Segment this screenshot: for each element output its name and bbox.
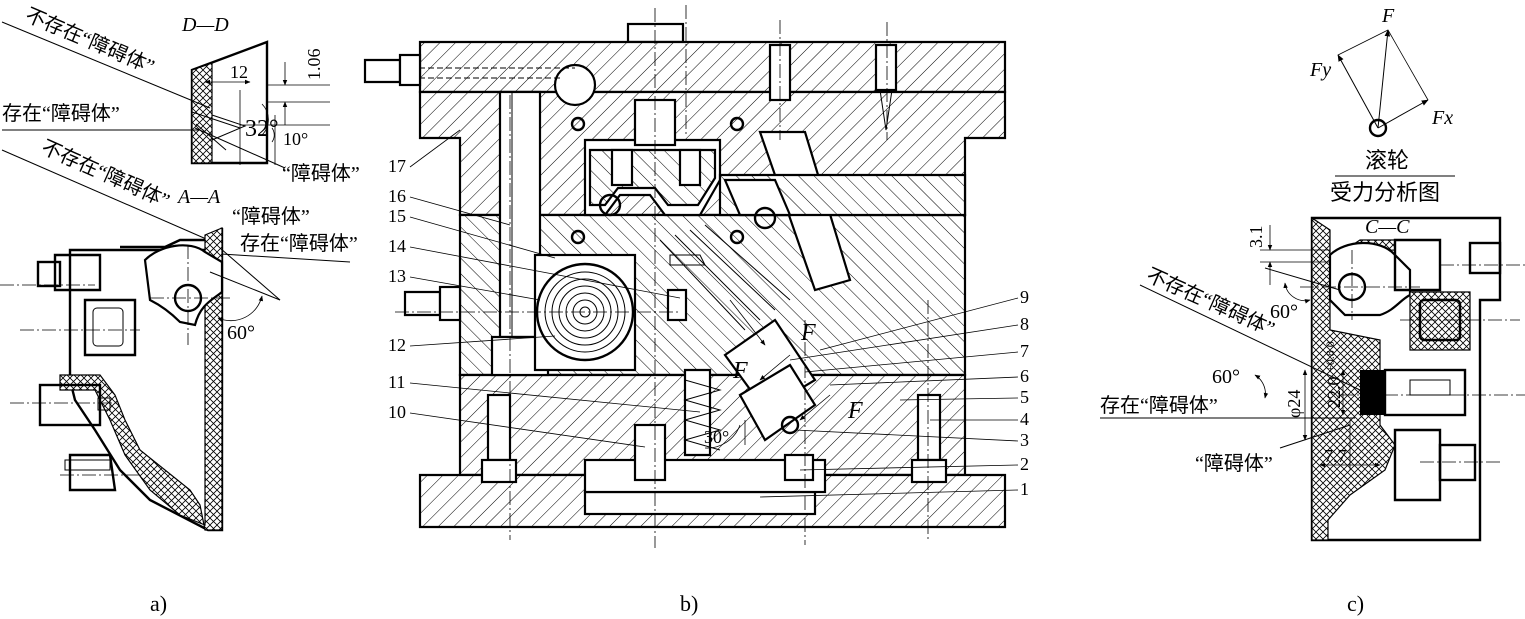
dim-12: 12 [230, 62, 248, 82]
sprue-bushing [626, 22, 685, 44]
part-label-10: 10 [388, 402, 406, 422]
no-obstacle-label-1: 不存在“障碍体” [22, 3, 158, 78]
part-label-14: 14 [388, 236, 406, 256]
force-f-label-1: F [800, 320, 816, 346]
sprue-circle [553, 63, 597, 107]
section-aa-label: A—A [176, 186, 221, 208]
rotating-threaded-core [533, 253, 637, 372]
dim-tolerance: +0.8 0 [1323, 341, 1337, 372]
section-aa-part: 60° [0, 227, 281, 532]
dim-60a: 60° [1270, 301, 1298, 323]
part-label-6: 6 [1020, 366, 1029, 386]
angle-30-label: 30° [704, 427, 729, 447]
part-label-2: 2 [1020, 454, 1029, 474]
force-diagram: F Fy Fx 滚轮 受力分析图 C—C [1309, 5, 1455, 238]
panel-b: F F F 30° 17 16 [363, 5, 1029, 616]
part-label-8: 8 [1020, 314, 1029, 334]
part-label-4: 4 [1020, 409, 1029, 429]
cooling-nozzle-top [363, 58, 402, 84]
caption-c: c) [1347, 591, 1364, 616]
part-label-1: 1 [1020, 479, 1029, 499]
dim-220: 22.0 [1324, 377, 1344, 409]
dim-32: 32° [245, 116, 279, 142]
dim-60: 60° [227, 322, 255, 344]
dim-phi24: φ24 [1284, 390, 1304, 418]
roller-label: 滚轮 [1365, 148, 1409, 173]
caption-b: b) [680, 591, 698, 616]
obstacle-exists-label-c: 存在“障碍体” [1100, 394, 1218, 417]
obstacle-exists-label-2: 存在“障碍体” [240, 232, 358, 255]
part-label-11: 11 [388, 372, 405, 392]
part-label-3: 3 [1020, 430, 1029, 450]
dim-106: 1.06 [304, 49, 324, 81]
part-label-12: 12 [388, 335, 406, 355]
obstacle-label-c: “障碍体” [1195, 452, 1273, 475]
obstacle-exists-label-1: 存在“障碍体” [2, 102, 120, 125]
dim-77: 7.7 [1324, 446, 1347, 466]
force-f-label-2: F [732, 358, 748, 384]
ejector-pin [633, 423, 667, 482]
part-label-16: 16 [388, 186, 406, 206]
force-f-label-3: F [847, 398, 863, 424]
dim-31: 3.1 [1246, 226, 1266, 249]
obstacle-label-2: “障碍体” [232, 205, 310, 228]
part-labels-left: 17 16 15 14 13 12 11 10 [388, 129, 701, 448]
cooling-nozzle-mid [403, 290, 442, 317]
dim-60b: 60° [1212, 366, 1240, 388]
spring-roller-mechanism: F F F 30° [659, 224, 863, 457]
force-fy-label: Fy [1309, 59, 1331, 81]
panel-c: F Fy Fx 滚轮 受力分析图 C—C [1100, 5, 1525, 616]
dim-10: 10° [283, 129, 308, 149]
caption-a: a) [150, 591, 167, 616]
top-clamp-plate [418, 40, 1007, 94]
part-label-15: 15 [388, 206, 406, 226]
part-labels-right: 9 8 7 6 5 4 3 2 1 [759, 287, 1029, 499]
no-obstacle-label-c: 不存在“障碍体” [1143, 264, 1278, 341]
force-diagram-label: 受力分析图 [1330, 180, 1440, 205]
section-dd-label: D—D [181, 14, 229, 36]
ejector-plate [583, 490, 817, 516]
part-label-5: 5 [1020, 387, 1029, 407]
force-fx-label: Fx [1431, 107, 1453, 129]
panel-a: D—D 12 1.06 32° 10° 不存在“障碍体” 存在“障碍体” “障碍… [0, 3, 360, 616]
obstacle-label-1: “障碍体” [282, 162, 360, 185]
section-cc-part [1300, 216, 1525, 542]
part-label-7: 7 [1020, 341, 1029, 361]
part-label-13: 13 [388, 266, 406, 286]
force-f-label: F [1381, 5, 1395, 27]
part-label-17: 17 [388, 156, 406, 176]
section-dd-detail: D—D 12 1.06 32° 10° [181, 14, 330, 165]
part-label-9: 9 [1020, 287, 1029, 307]
section-cc-label: C—C [1365, 216, 1410, 238]
